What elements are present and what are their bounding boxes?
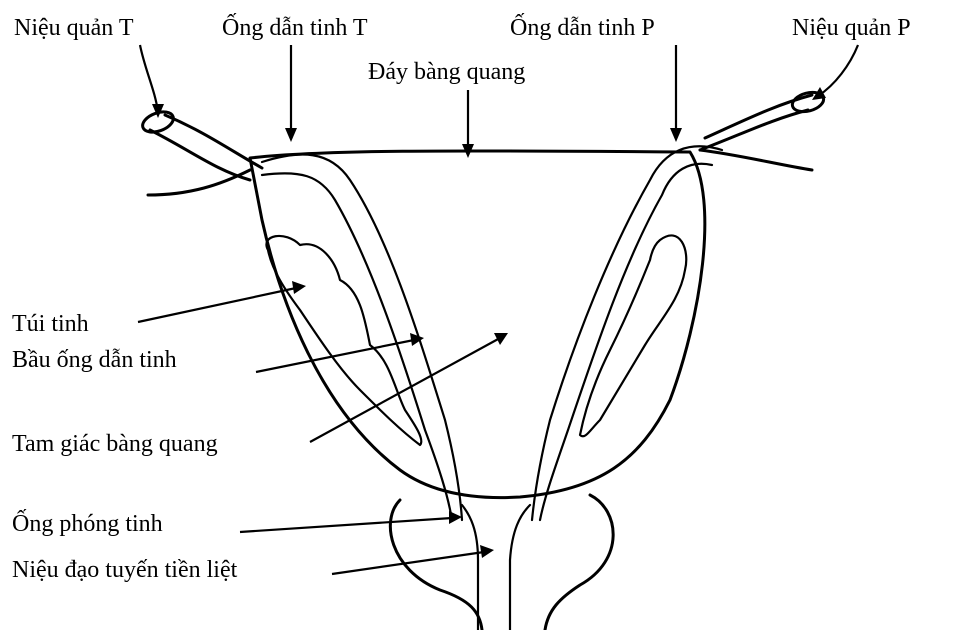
arrowhead-seminal-vesicle [292, 281, 306, 294]
pointer-ureter-right [818, 45, 858, 96]
pointer-seminal-vesicle [138, 288, 296, 322]
pointer-prostatic-urethra [332, 552, 484, 574]
pointer-ejaculatory-duct [240, 518, 452, 532]
left-vas-deferens-shape [262, 155, 462, 520]
prostate-outline [390, 495, 613, 630]
pointer-trigone [310, 338, 500, 442]
label-ureter-left: Niệu quản T [14, 16, 134, 40]
arrowhead-vas-left [285, 128, 297, 142]
arrowhead-vas-right [670, 128, 682, 142]
right-ureter-shape [700, 95, 812, 150]
label-trigone: Tam giác bàng quang [12, 432, 218, 456]
label-ureter-right: Niệu quản P [792, 16, 911, 40]
label-vas-right: Ống dẫn tinh P [510, 16, 655, 40]
label-prostatic-urethra: Niệu đạo tuyến tiền liệt [12, 558, 237, 582]
label-seminal-vesicle: Túi tinh [12, 312, 89, 336]
left-ureter-shape [150, 115, 262, 180]
right-vas-deferens-shape [532, 146, 722, 520]
label-ampulla: Bầu ống dẫn tinh [12, 348, 177, 372]
label-bladder-fundus: Đáy bàng quang [368, 60, 525, 84]
prostatic-urethra-shape [462, 505, 530, 630]
pointer-ureter-left [140, 45, 158, 112]
label-vas-left: Ống dẫn tinh T [222, 16, 368, 40]
pointer-ampulla [256, 340, 414, 372]
label-ejaculatory-duct: Ống phóng tinh [12, 512, 163, 536]
arrowhead-ejaculatory-duct [449, 511, 462, 524]
right-ureter-lower [700, 150, 812, 170]
right-seminal-vesicle-shape [580, 235, 686, 436]
arrowhead-prostatic-urethra [480, 545, 494, 558]
